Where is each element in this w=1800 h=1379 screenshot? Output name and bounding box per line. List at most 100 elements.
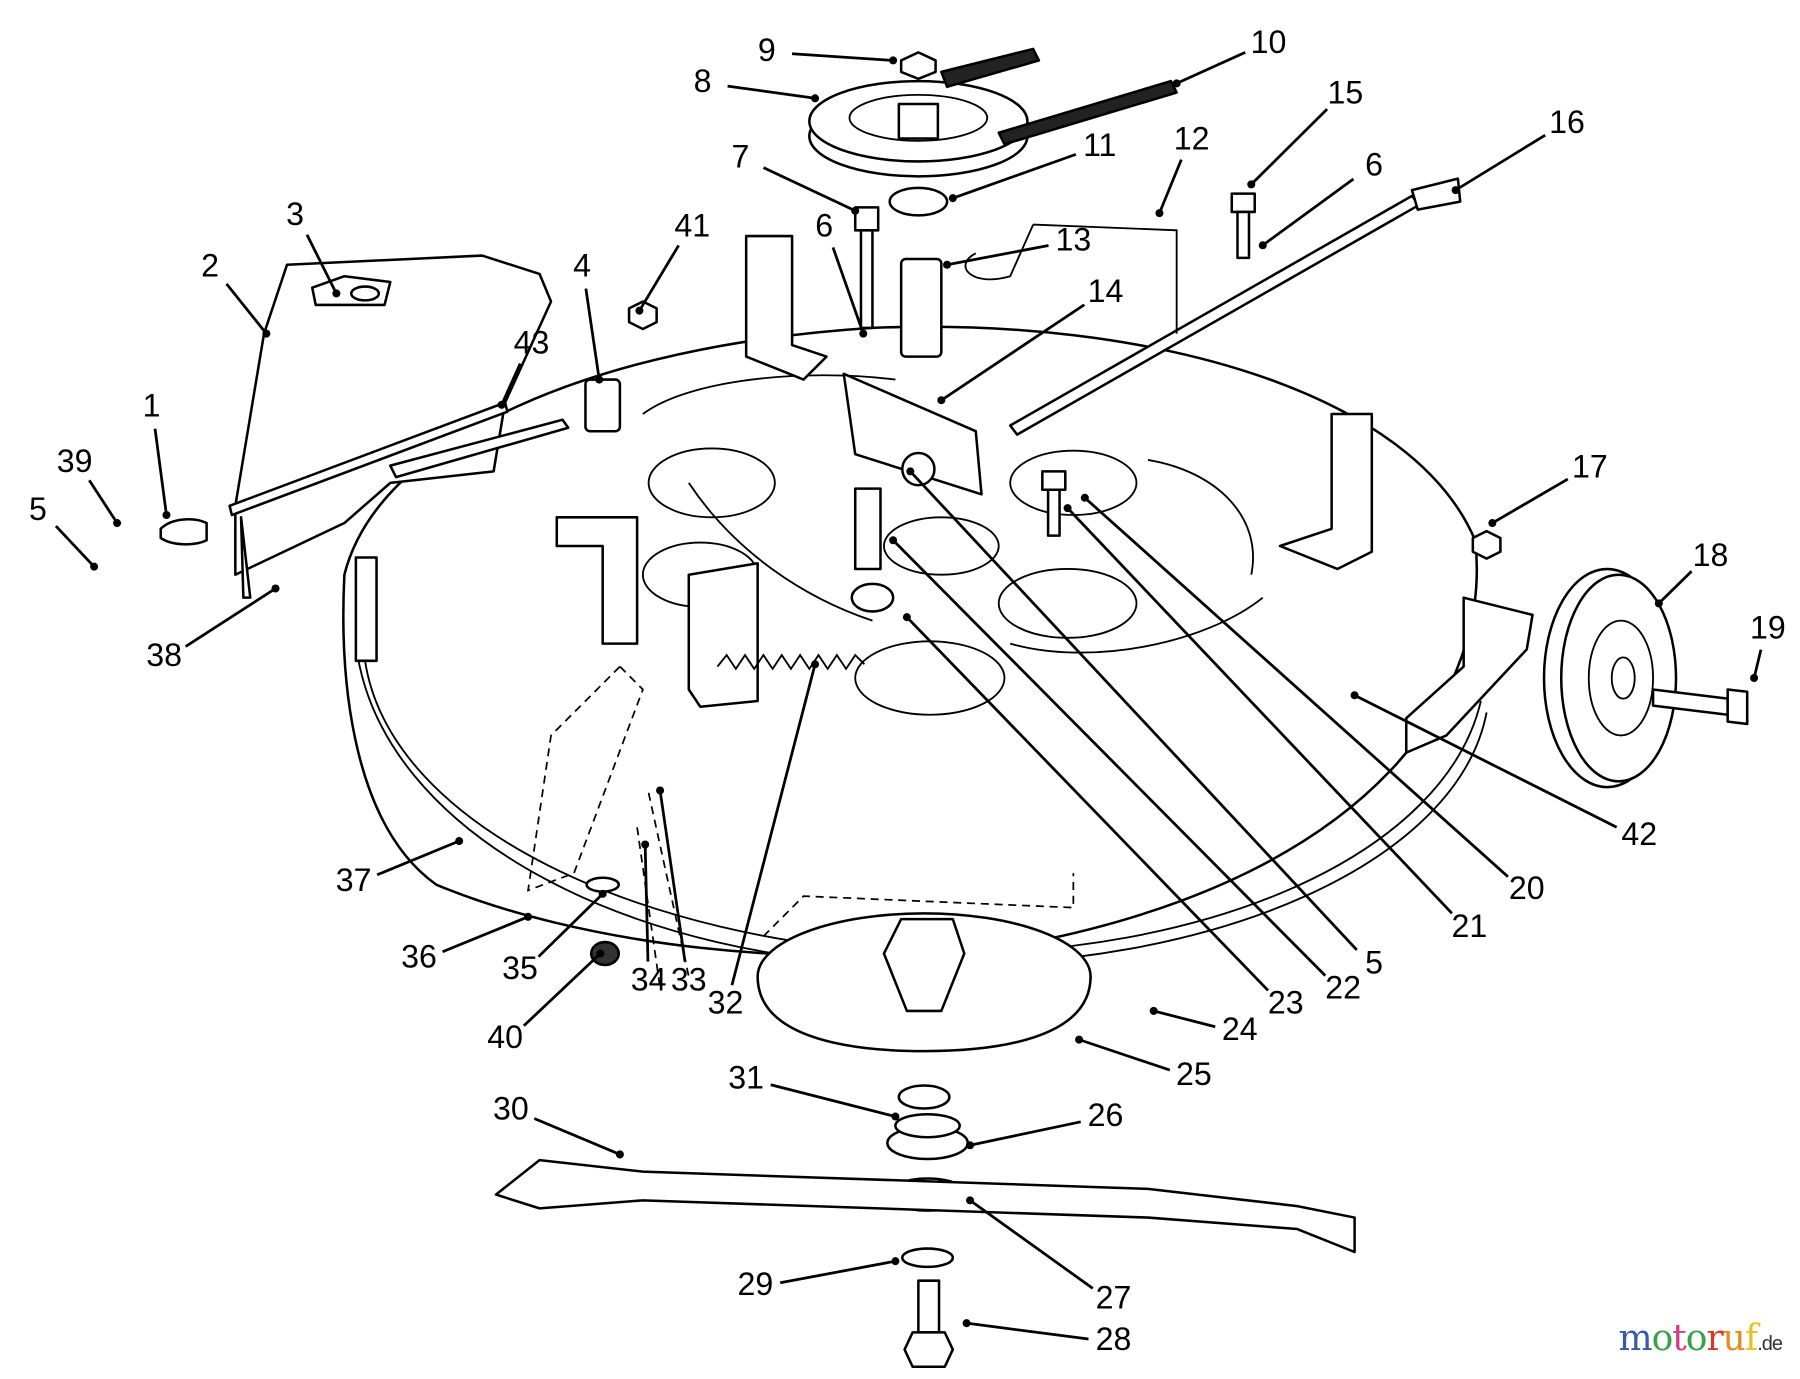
leader-dot xyxy=(1172,79,1181,88)
leader-line xyxy=(946,244,1049,267)
leader-line xyxy=(969,1120,1082,1147)
part-number-20: 20 xyxy=(1509,870,1545,906)
leader-dot xyxy=(524,912,533,921)
part-number-9: 9 xyxy=(758,32,776,68)
leader-line xyxy=(1353,694,1618,829)
leader-dot xyxy=(615,1150,624,1159)
leader-dot xyxy=(889,536,898,545)
part-number-21: 21 xyxy=(1452,908,1488,944)
part-number-28: 28 xyxy=(1096,1321,1132,1357)
leader-line xyxy=(1158,159,1183,214)
part-number-10: 10 xyxy=(1251,24,1287,60)
leader-dot xyxy=(859,329,868,338)
leader-dot xyxy=(332,289,341,298)
part-number-33: 33 xyxy=(671,962,707,998)
leader-line xyxy=(1491,477,1569,525)
part-number-41: 41 xyxy=(674,208,710,244)
leader-line xyxy=(779,1259,896,1285)
part-number-23: 23 xyxy=(1268,985,1304,1021)
leader-line xyxy=(584,288,601,380)
part-number-38: 38 xyxy=(146,637,182,673)
part-number-43: 43 xyxy=(514,325,550,361)
leader-line xyxy=(643,844,650,962)
part-number-3: 3 xyxy=(286,196,304,232)
part-number-27: 27 xyxy=(1096,1280,1132,1316)
part-number-29: 29 xyxy=(737,1266,773,1302)
part-number-4: 4 xyxy=(573,248,591,284)
leader-dot xyxy=(1258,241,1267,250)
leader-line xyxy=(1657,570,1693,605)
leader-dot xyxy=(596,949,605,958)
leader-dot xyxy=(641,840,650,849)
leader-dot xyxy=(948,194,957,203)
leader-dot xyxy=(1247,180,1256,189)
leader-line xyxy=(522,952,602,1027)
part-number-7: 7 xyxy=(731,139,749,175)
leader-dot xyxy=(262,329,271,338)
part-number-12: 12 xyxy=(1174,120,1210,156)
part-number-18: 18 xyxy=(1693,537,1729,573)
leader-line xyxy=(1261,177,1355,247)
part-number-19: 19 xyxy=(1750,609,1786,645)
leader-line xyxy=(88,479,119,524)
leader-line xyxy=(184,587,277,648)
leader-dot xyxy=(497,400,506,409)
leader-line xyxy=(1153,1009,1216,1029)
part-number-32: 32 xyxy=(708,985,744,1021)
leader-line xyxy=(1752,649,1763,679)
leader-line xyxy=(658,790,687,962)
part-number-36: 36 xyxy=(401,939,437,975)
leader-dot xyxy=(902,613,911,622)
leader-line xyxy=(537,892,604,958)
part-number-16: 16 xyxy=(1549,104,1585,140)
leader-line xyxy=(831,246,865,335)
leader-line xyxy=(376,839,460,877)
height-adjust-rod xyxy=(159,401,509,599)
bolts xyxy=(584,192,1502,613)
leader-dot xyxy=(811,660,820,669)
leader-dot xyxy=(811,94,820,103)
leader-line xyxy=(940,303,1086,402)
part-number-11: 11 xyxy=(1083,127,1116,163)
leader-dot xyxy=(90,562,99,571)
leader-line xyxy=(969,1199,1094,1290)
part-number-6: 6 xyxy=(815,208,833,244)
leader-line xyxy=(762,166,856,213)
leader-dot xyxy=(962,1319,971,1328)
leader-dot xyxy=(1063,504,1072,513)
part-number-34: 34 xyxy=(631,962,667,998)
part-number-14: 14 xyxy=(1088,273,1124,309)
part-number-22: 22 xyxy=(1325,970,1361,1006)
leader-line xyxy=(305,234,338,295)
leader-dot xyxy=(1080,493,1089,502)
leader-dot xyxy=(1488,519,1497,528)
part-number-30: 30 xyxy=(493,1090,529,1126)
part-number-5: 5 xyxy=(29,491,47,527)
leader-dot xyxy=(889,56,898,65)
leader-dot xyxy=(113,519,122,528)
leader-dot xyxy=(595,375,604,384)
watermark-logo: motoruf.de xyxy=(1618,1318,1783,1359)
leader-dot xyxy=(598,889,607,898)
part-number-39: 39 xyxy=(57,443,93,479)
leader-line xyxy=(730,663,817,986)
leader-dot xyxy=(656,786,665,795)
leader-line xyxy=(54,525,96,568)
part-number-1: 1 xyxy=(143,388,161,424)
part-number-25: 25 xyxy=(1176,1056,1212,1092)
leader-dot xyxy=(966,1141,975,1150)
idler-rod xyxy=(964,177,1462,436)
leader-dot xyxy=(1654,599,1663,608)
blade-adapter xyxy=(756,873,1092,1369)
leader-line xyxy=(1250,108,1329,186)
leader-dot xyxy=(1350,691,1359,700)
part-number-5: 5 xyxy=(1365,944,1383,980)
leader-line xyxy=(638,244,680,312)
leader-line xyxy=(952,153,1077,200)
part-number-31: 31 xyxy=(728,1059,764,1095)
leader-dot xyxy=(635,306,644,315)
leader-line xyxy=(1454,133,1546,192)
leader-line xyxy=(1083,496,1509,878)
